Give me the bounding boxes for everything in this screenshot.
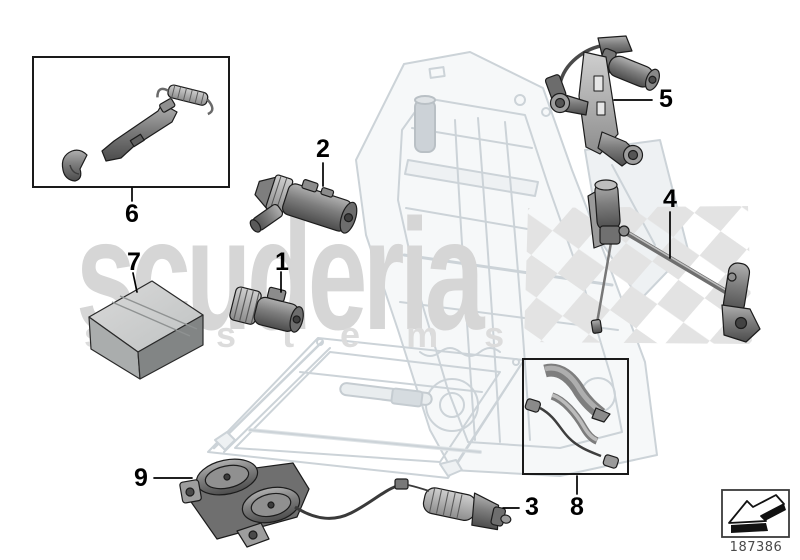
callout-2: 2 bbox=[316, 135, 330, 163]
part-1-drive-motor bbox=[229, 286, 304, 333]
leader-lines bbox=[131, 99, 671, 509]
part-6-group-box bbox=[32, 56, 230, 188]
part-2-drive-motor bbox=[249, 174, 358, 234]
callout-9: 9 bbox=[134, 464, 148, 492]
part-6-lever-kit bbox=[61, 84, 214, 182]
part-8-group-box bbox=[522, 358, 629, 475]
callout-5: 5 bbox=[659, 85, 673, 113]
part-9-lumbar-drive-unit bbox=[179, 458, 430, 548]
part-5-headrest-drive bbox=[544, 35, 660, 167]
part-8-strap-kit bbox=[524, 363, 620, 469]
callout-1: 1 bbox=[275, 248, 289, 276]
callout-8: 8 bbox=[570, 493, 584, 521]
checkered-flag bbox=[524, 206, 752, 344]
callout-4: 4 bbox=[663, 185, 677, 213]
replacement-arrow-icon bbox=[721, 489, 790, 538]
callout-3: 3 bbox=[525, 493, 539, 521]
part-4-spindle-actuator bbox=[587, 179, 761, 343]
part-3-drive-motor bbox=[422, 487, 512, 531]
callout-6: 6 bbox=[125, 200, 139, 228]
drawing-number: 187386 bbox=[729, 540, 783, 555]
part-7-carton-box bbox=[88, 280, 204, 380]
callout-7: 7 bbox=[127, 248, 141, 276]
